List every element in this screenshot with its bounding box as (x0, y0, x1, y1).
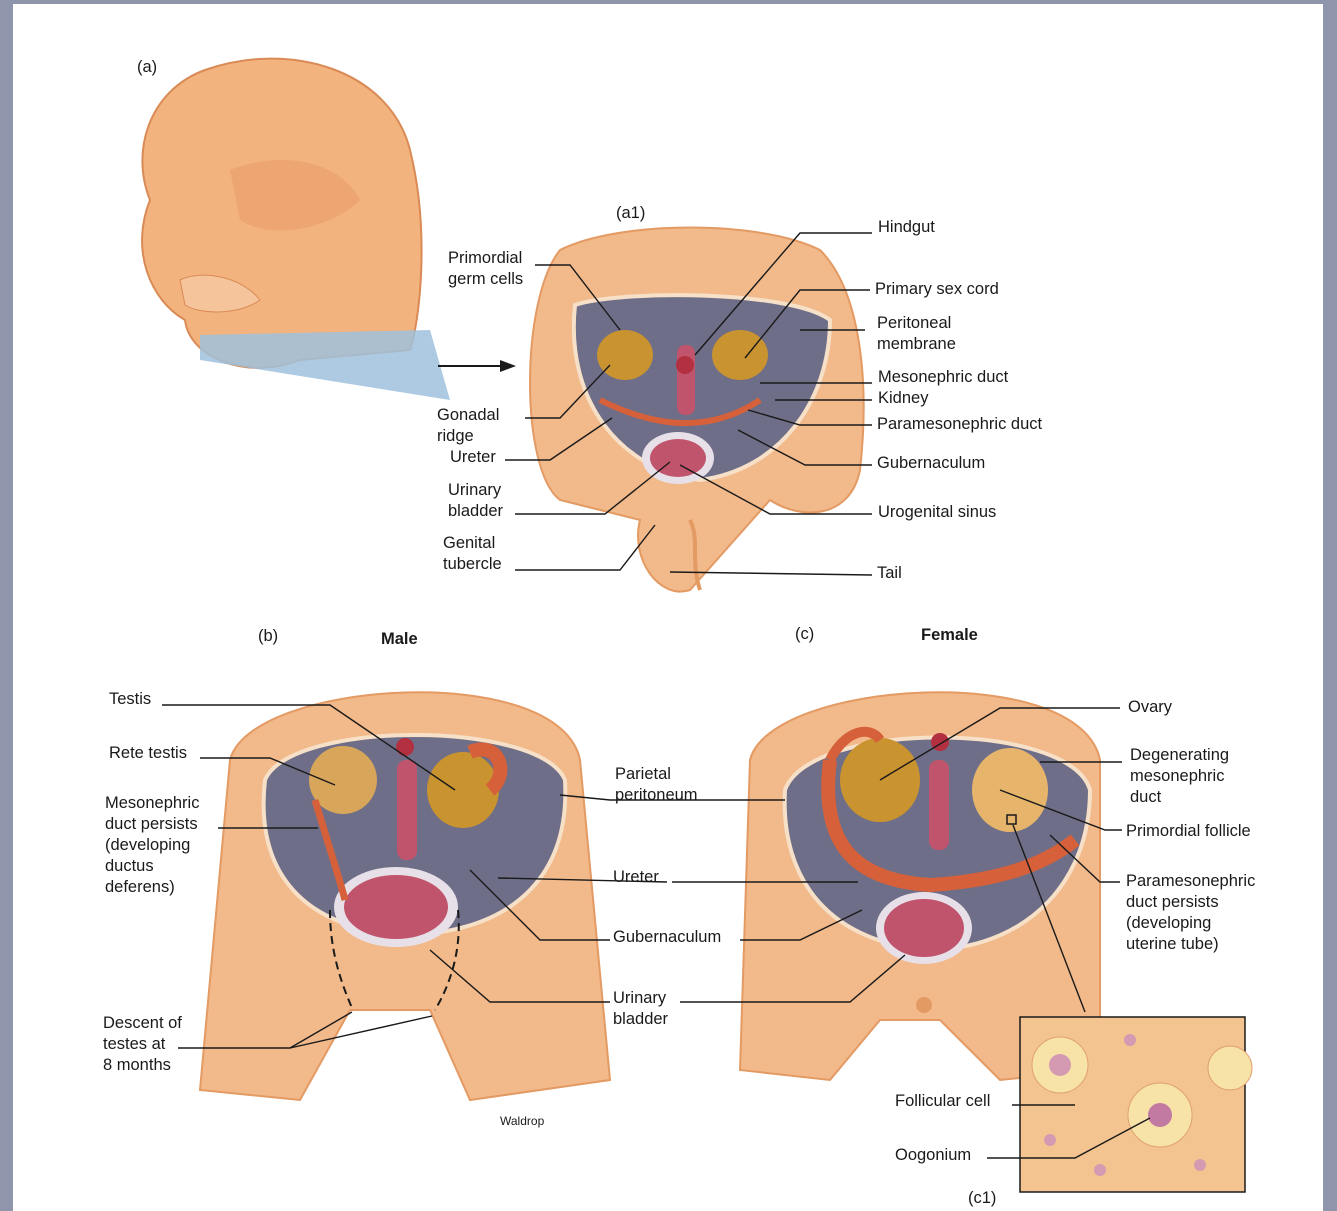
label-paramesonephric-duct: Paramesonephric duct (877, 414, 1042, 435)
label-parietal-peritoneum: Parietal peritoneum (615, 764, 698, 806)
label-peritoneal-membrane: Peritoneal membrane (877, 313, 956, 355)
label-primary-sex-cord: Primary sex cord (875, 279, 999, 300)
panel-label-a: (a) (137, 57, 157, 78)
label-hindgut: Hindgut (878, 217, 935, 238)
label-gubernaculum-a1: Gubernaculum (877, 453, 985, 474)
label-testis: Testis (109, 689, 151, 710)
embryo-illustration (142, 59, 516, 400)
panel-label-b: (b) (258, 626, 278, 647)
label-ureter-a1: Ureter (450, 447, 496, 468)
label-ovary: Ovary (1128, 697, 1172, 718)
label-rete-testis: Rete testis (109, 743, 187, 764)
label-tail: Tail (877, 563, 902, 584)
label-gubernaculum: Gubernaculum (613, 927, 721, 948)
label-kidney: Kidney (878, 388, 928, 409)
label-paramesonephric-persists: Paramesonephric duct persists (developin… (1126, 871, 1255, 955)
label-degenerating-mesonephric-duct: Degenerating mesonephric duct (1130, 745, 1229, 808)
label-primordial-germ-cells: Primordial germ cells (448, 248, 523, 290)
male-diagram (200, 692, 610, 1100)
label-primordial-follicle: Primordial follicle (1126, 821, 1251, 842)
label-descent-of-testes: Descent of testes at 8 months (103, 1013, 182, 1076)
label-urinary-bladder-a1: Urinary bladder (448, 480, 503, 522)
panel-label-c1: (c1) (968, 1188, 996, 1209)
artist-signature: Waldrop (500, 1111, 544, 1132)
panel-title-female: Female (921, 625, 978, 646)
panel-label-a1: (a1) (616, 203, 645, 224)
label-urogenital-sinus: Urogenital sinus (878, 502, 996, 523)
label-follicular-cell: Follicular cell (895, 1091, 990, 1112)
label-genital-tubercle: Genital tubercle (443, 533, 502, 575)
label-gonadal-ridge: Gonadal ridge (437, 405, 499, 447)
label-ureter: Ureter (613, 867, 659, 888)
a1-cross-section (530, 228, 864, 592)
label-oogonium: Oogonium (895, 1145, 971, 1166)
label-mesonephric-duct: Mesonephric duct (878, 367, 1008, 388)
label-mesonephric-persists: Mesonephric duct persists (developing du… (105, 793, 199, 898)
label-urinary-bladder: Urinary bladder (613, 988, 668, 1030)
panel-label-c: (c) (795, 624, 814, 645)
panel-title-male: Male (381, 629, 418, 650)
